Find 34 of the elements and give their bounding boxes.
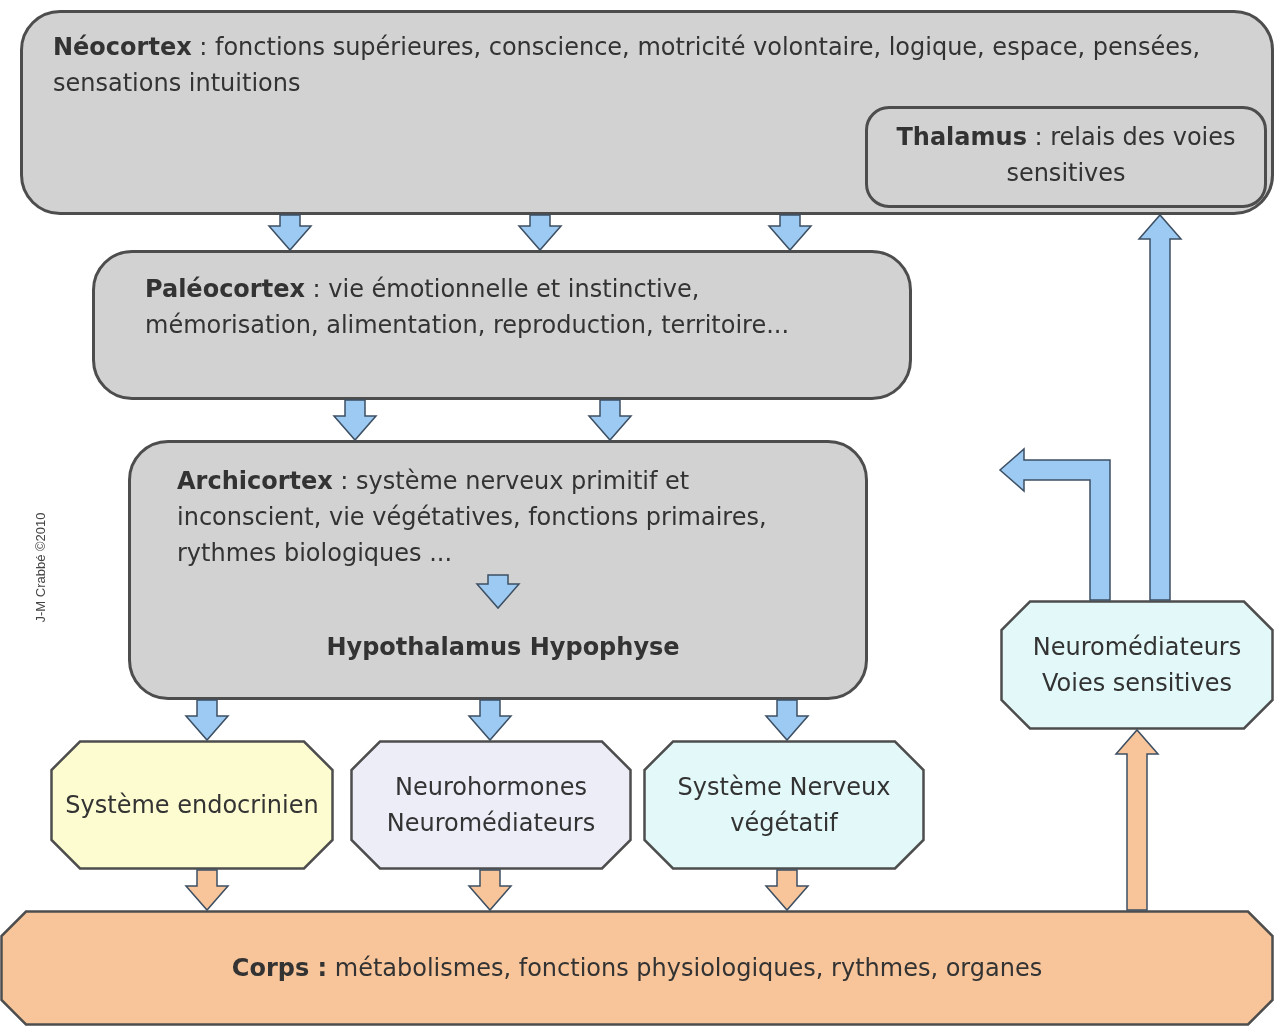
node-text: Système endocrinien	[64, 790, 320, 821]
node-title: Hypothalamus Hypophyse	[325, 632, 681, 663]
block-arrow	[998, 447, 1111, 601]
rounded-box	[20, 10, 1274, 215]
block-arrow	[184, 869, 230, 912]
block-arrow	[764, 699, 810, 742]
octagon-box	[350, 740, 632, 870]
block-arrow	[764, 869, 810, 912]
rounded-box	[92, 250, 912, 400]
node-text: Néocortex : fonctions supérieures, conscience, motricité volontaire, logique, espace, pensées, sensations intuitions	[53, 32, 1202, 99]
node-text: Paléocortex : vie émotionnelle et instinctive, mémorisation, alimentation, reproduction, territoire...	[145, 274, 791, 341]
rounded-box	[128, 440, 868, 700]
block-arrow	[467, 869, 513, 912]
rounded-box	[865, 106, 1267, 208]
node-text: Archicortex : système nerveux primitif et inconscient, vie végétatives, fonctions primaires, rythmes biologiques ...	[177, 466, 768, 569]
node-text: Thalamus : relais des voies sensitives	[895, 122, 1237, 189]
node-text: Neurohormones Neuromédiateurs	[385, 772, 597, 839]
block-arrow	[467, 699, 513, 742]
block-arrow	[184, 699, 230, 742]
node-text: Système Nerveux végétatif	[676, 772, 892, 839]
node-text: Neuromédiateurs Voies sensitives	[1031, 632, 1243, 699]
block-arrow	[332, 399, 378, 442]
node-text: Corps : métabolismes, fonctions physiologiques, rythmes, organes	[230, 953, 1044, 984]
octagon-box	[643, 740, 925, 870]
block-arrow	[587, 399, 633, 442]
copyright-note: J-M Crabbé ©2010	[32, 511, 48, 625]
octagon-box	[50, 740, 334, 870]
block-arrow	[1114, 728, 1160, 911]
octagon-box	[1000, 600, 1274, 730]
block-arrow	[475, 574, 521, 610]
block-arrow	[767, 214, 813, 252]
block-arrow	[517, 214, 563, 252]
block-arrow	[1137, 213, 1183, 601]
block-arrow	[267, 214, 313, 252]
